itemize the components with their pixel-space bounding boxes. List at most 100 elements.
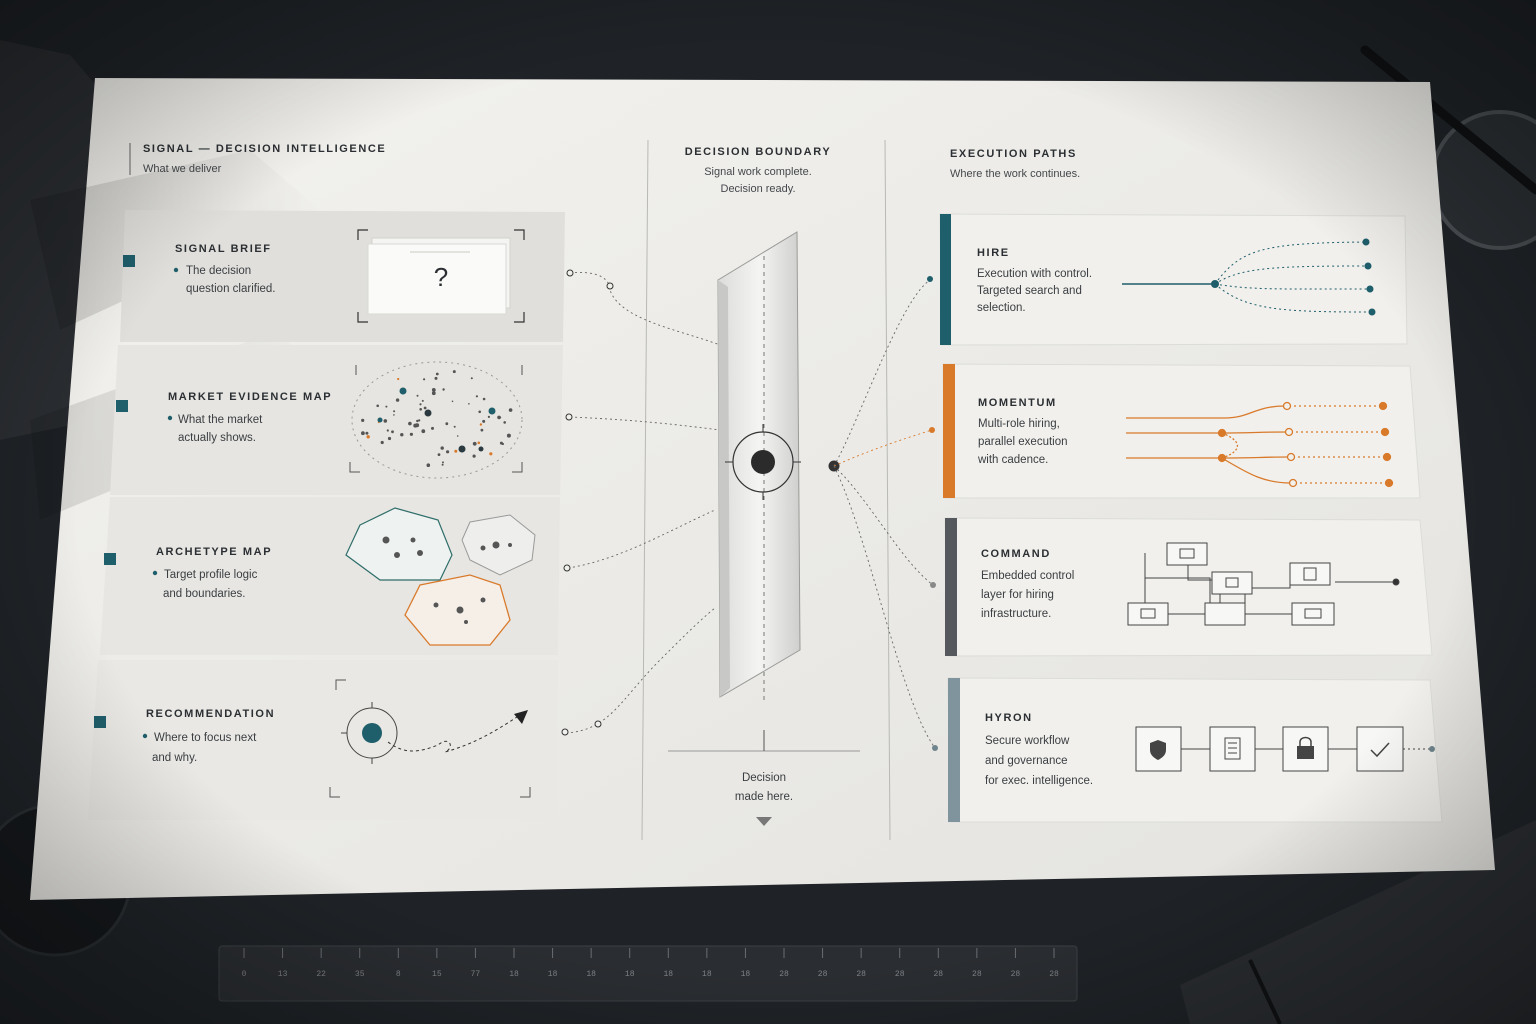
card-title: RECOMMENDATION [146,708,275,720]
ruler-tick-label: 22 [316,970,326,979]
ruler-tick-label: 0 [242,970,247,979]
scatter-dot [419,403,422,406]
boundary-footer-2: made here. [735,791,793,803]
scatter-dot [470,377,473,380]
boundary-title: DECISION BOUNDARY [685,146,832,158]
scatter-dot [393,414,395,416]
scatter-dot [499,416,502,419]
path-color-bar [945,518,957,656]
card-line-1: Where to focus next [154,732,257,744]
scatter-dot [472,441,477,446]
scatter-dot [475,395,478,398]
card-marker [104,553,116,565]
path-node [927,276,933,282]
boundary-line-2: Decision ready. [721,183,796,195]
scatter-dot [366,435,370,439]
ruler-tick-label: 28 [895,970,905,979]
scatter-dot [501,442,504,446]
card-line-2: actually shows. [178,432,256,444]
scatter-dot [434,376,438,380]
scatter-dot [419,408,423,411]
page-title: SIGNAL — DECISION INTELLIGENCE [143,143,386,155]
ruler-tick-label: 77 [471,970,481,979]
path-line-2: parallel execution [978,436,1068,448]
scatter-dot [421,399,424,402]
scatter-dot [446,450,450,454]
scatter-dot [395,398,400,402]
path-node [929,427,935,433]
scatter-dot [454,449,458,453]
scatter-dot [385,405,388,408]
path-title: HIRE [977,247,1010,259]
path-color-bar [940,214,951,345]
ruler-tick-label: 18 [702,970,712,979]
scatter-dot [441,463,444,466]
scatter-dot [479,423,483,426]
scatter-dot [503,421,507,424]
scatter-dot [482,397,486,401]
scatter-dot [487,415,490,418]
path-title: HYRON [985,712,1033,724]
scatter-dot [452,370,456,374]
bullet-icon [167,415,173,421]
scatter-dot [456,435,459,437]
card-marker [94,716,106,728]
card-line-2: question clarified. [186,283,276,295]
scatter-dot [397,377,400,381]
scatter-highlight-dot [424,409,432,417]
secure-workflow-icons [1135,726,1435,772]
scatter-dot [468,403,470,405]
card-line-1: Target profile logic [164,569,258,581]
scatter-dot [478,410,482,414]
card-line-1: The decision [186,265,251,277]
scatter-dot [426,463,431,468]
path-card-hire: HIRE Execution with control. Targeted se… [939,213,1408,346]
boundary-footer-1: Decision [742,772,786,784]
scatter-dot [437,453,441,456]
scatter-highlight-dot [458,445,466,453]
card-title: SIGNAL BRIEF [175,243,272,255]
path-line-3: with cadence. [977,454,1048,466]
execution-subtitle: Where the work continues. [950,168,1080,180]
scatter-highlight-dot [399,387,407,395]
scatter-dot [408,421,412,426]
scatter-dot [380,440,384,445]
question-card-icon: ? [357,229,525,323]
scatter-dot [423,406,427,410]
scatter-dot [383,419,388,423]
card-marker [123,255,135,267]
path-line-1: Execution with control. [977,268,1092,280]
scatter-highlight-dot [478,446,484,452]
scatter-dot [508,408,513,412]
scatter-dot [416,419,419,423]
path-line-1: Multi-role hiring, [978,418,1060,430]
decision-point-icon [751,450,775,474]
ruler-tick-label: 15 [432,970,442,979]
path-line-1: Secure workflow [985,735,1070,747]
path-card-command: COMMAND Embedded control layer for hirin… [944,517,1433,657]
path-line-3: for exec. intelligence. [985,775,1093,787]
scatter-dot [435,372,439,376]
card-title: ARCHETYPE MAP [156,546,272,558]
scatter-highlight-dot [488,407,496,415]
ruler-tick-label: 18 [625,970,635,979]
ruler-tick-label: 18 [509,970,519,979]
ruler-tick-label: 13 [278,970,288,979]
question-mark-glyph: ? [434,262,448,292]
ruler-tick-label: 18 [663,970,673,979]
scatter-dot [451,400,454,403]
path-title: COMMAND [981,548,1051,560]
scatter-dot [387,436,392,441]
ruler-tick-label: 18 [548,970,558,979]
path-line-2: and governance [985,755,1067,767]
path-title: MOMENTUM [978,397,1057,409]
scatter-dot [445,422,449,426]
path-line-2: layer for hiring [981,589,1054,601]
path-color-bar [948,678,960,822]
scatter-dot [391,430,394,434]
scatter-dot [361,431,365,436]
scatter-dot [477,441,481,445]
path-line-2: Targeted search and [977,285,1082,297]
deliverable-card-recommendation: RECOMMENDATION Where to focus next and w… [88,660,558,820]
